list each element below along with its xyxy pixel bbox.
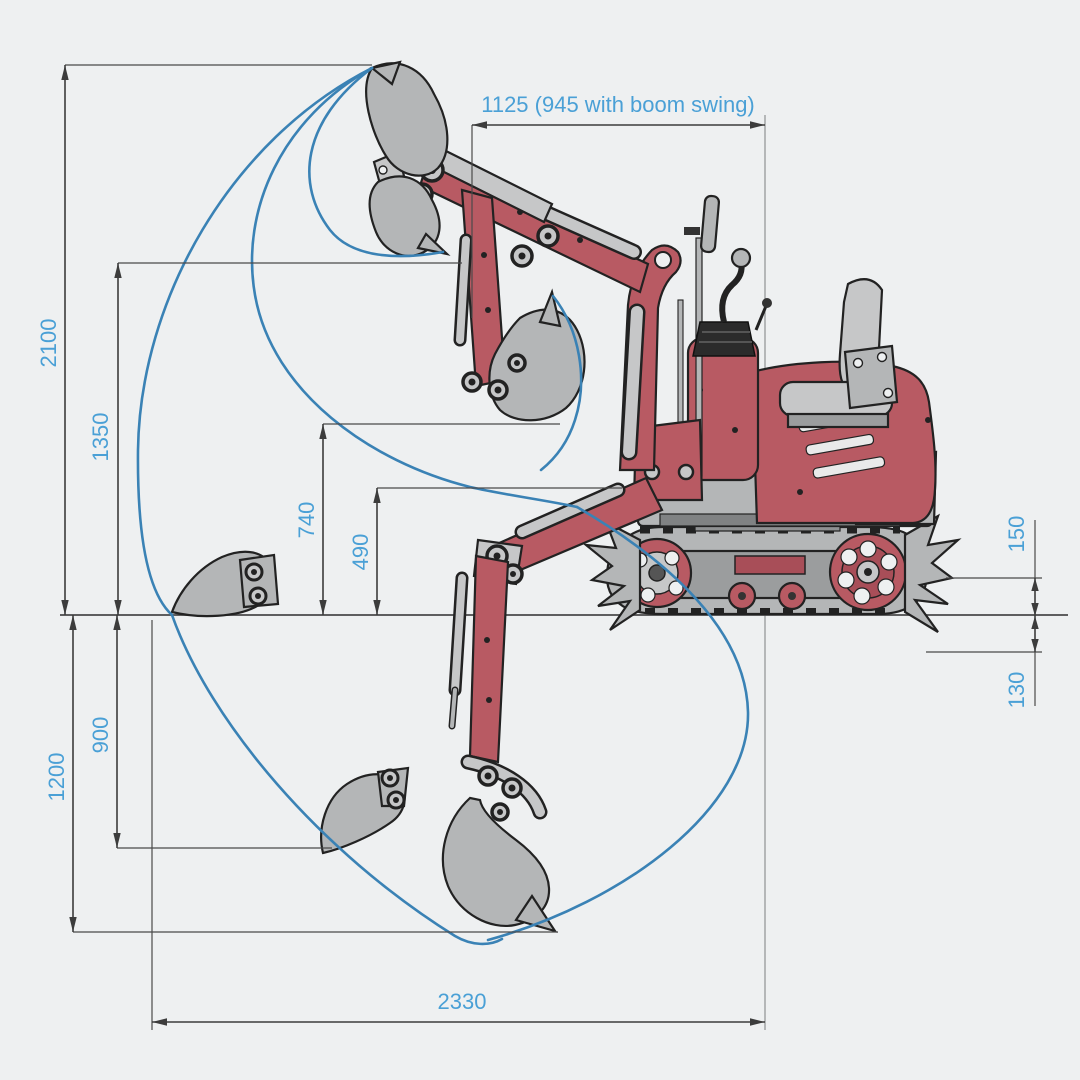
boom-digging xyxy=(441,476,664,933)
dimension-blade-130: 130 xyxy=(926,616,1042,708)
dim-label-top-width: 1125 (945 with boom swing) xyxy=(481,92,755,117)
arm-digging xyxy=(468,554,510,764)
dimension-1200: 1200 xyxy=(44,615,558,933)
lever-bracket xyxy=(684,227,700,235)
bucket-raised-extended-tip xyxy=(416,232,451,256)
dimension-max-height: 2100 xyxy=(36,64,372,615)
arm-raised xyxy=(418,158,650,294)
bucket-depth-900 xyxy=(320,766,410,855)
dimension-900: 900 xyxy=(88,615,332,849)
seat-base xyxy=(786,412,890,429)
bucket-raised-curled xyxy=(365,62,449,177)
dim-label-490: 490 xyxy=(348,534,373,571)
track-frame-plate xyxy=(734,555,806,575)
dimensions: 1125 (945 with boom swing) 2100 1350 740 xyxy=(36,64,1042,1030)
dim-label-900: 900 xyxy=(88,717,113,754)
envelope-arc-outer xyxy=(136,66,504,946)
dimension-top-width: 1125 (945 with boom swing) xyxy=(471,92,765,318)
bucket-mid-tip xyxy=(538,288,562,328)
bucket-raised-extended xyxy=(368,175,441,257)
seat-bracket xyxy=(843,344,899,410)
dimension-reach-2330: 2330 xyxy=(151,620,765,1030)
bucket-mid xyxy=(488,308,586,422)
working-envelope-arcs xyxy=(136,66,750,946)
bucket-ground-level xyxy=(170,550,280,618)
dim-label-1200: 1200 xyxy=(44,753,69,802)
dimension-490: 490 xyxy=(348,487,622,615)
dim-label-1350: 1350 xyxy=(88,413,113,462)
joystick-bellows xyxy=(692,321,756,357)
boom-raised xyxy=(365,60,682,472)
envelope-arc-bucket-curl xyxy=(308,66,445,258)
control-levers xyxy=(677,194,772,482)
seat xyxy=(778,278,899,429)
track-assembly xyxy=(605,519,929,616)
envelope-arc-middle xyxy=(250,66,579,509)
dim-label-130: 130 xyxy=(1004,672,1029,709)
joystick-knob xyxy=(730,247,752,269)
dimension-1350: 1350 xyxy=(88,262,462,615)
envelope-arc-inner-lower xyxy=(486,505,750,942)
joystick-handle xyxy=(719,261,745,323)
dim-label-2100: 2100 xyxy=(36,319,61,368)
boom-eyelet xyxy=(654,251,672,269)
dimension-blade-150: 150 xyxy=(946,516,1042,616)
dozer-blade xyxy=(903,513,962,633)
lever-paddle xyxy=(699,194,721,254)
left-blade-wing xyxy=(582,519,642,631)
dim-label-2330: 2330 xyxy=(438,989,487,1014)
bucket-raised-curled-tip xyxy=(369,60,402,86)
dimension-740: 740 xyxy=(294,423,560,615)
right-sprocket-wheel xyxy=(828,532,908,612)
dim-label-740: 740 xyxy=(294,502,319,539)
excavator-illustration xyxy=(170,60,962,933)
dim-label-150: 150 xyxy=(1004,516,1029,553)
envelope-arc-mid-bucket xyxy=(539,294,583,472)
